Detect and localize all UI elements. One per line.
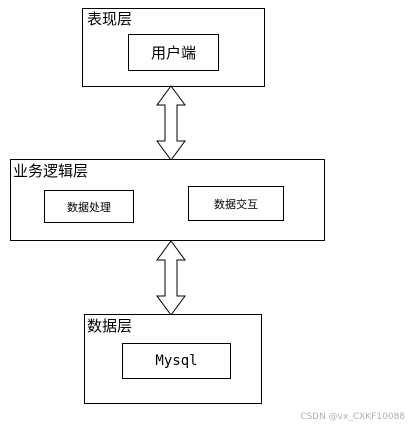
business-logic-layer: 业务逻辑层 数据处理 数据交互 bbox=[10, 159, 325, 241]
data-interaction-label: 数据交互 bbox=[214, 197, 258, 211]
data-interaction-box: 数据交互 bbox=[188, 186, 284, 221]
watermark: CSDN @vx_CXKF10088 bbox=[300, 412, 405, 422]
client-box: 用户端 bbox=[128, 34, 219, 71]
double-arrow-icon bbox=[156, 85, 186, 161]
mysql-box-label: Mysql bbox=[155, 353, 198, 369]
mysql-box: Mysql bbox=[122, 343, 231, 379]
data-processing-label: 数据处理 bbox=[67, 200, 111, 214]
client-box-label: 用户端 bbox=[150, 44, 196, 62]
data-processing-box: 数据处理 bbox=[44, 190, 134, 223]
data-layer: 数据层 Mysql bbox=[84, 314, 262, 404]
double-arrow-icon bbox=[156, 240, 186, 316]
data-layer-title: 数据层 bbox=[87, 317, 133, 335]
presentation-layer-title: 表现层 bbox=[87, 10, 133, 28]
business-logic-layer-title: 业务逻辑层 bbox=[13, 162, 89, 180]
presentation-layer: 表现层 用户端 bbox=[82, 8, 265, 87]
